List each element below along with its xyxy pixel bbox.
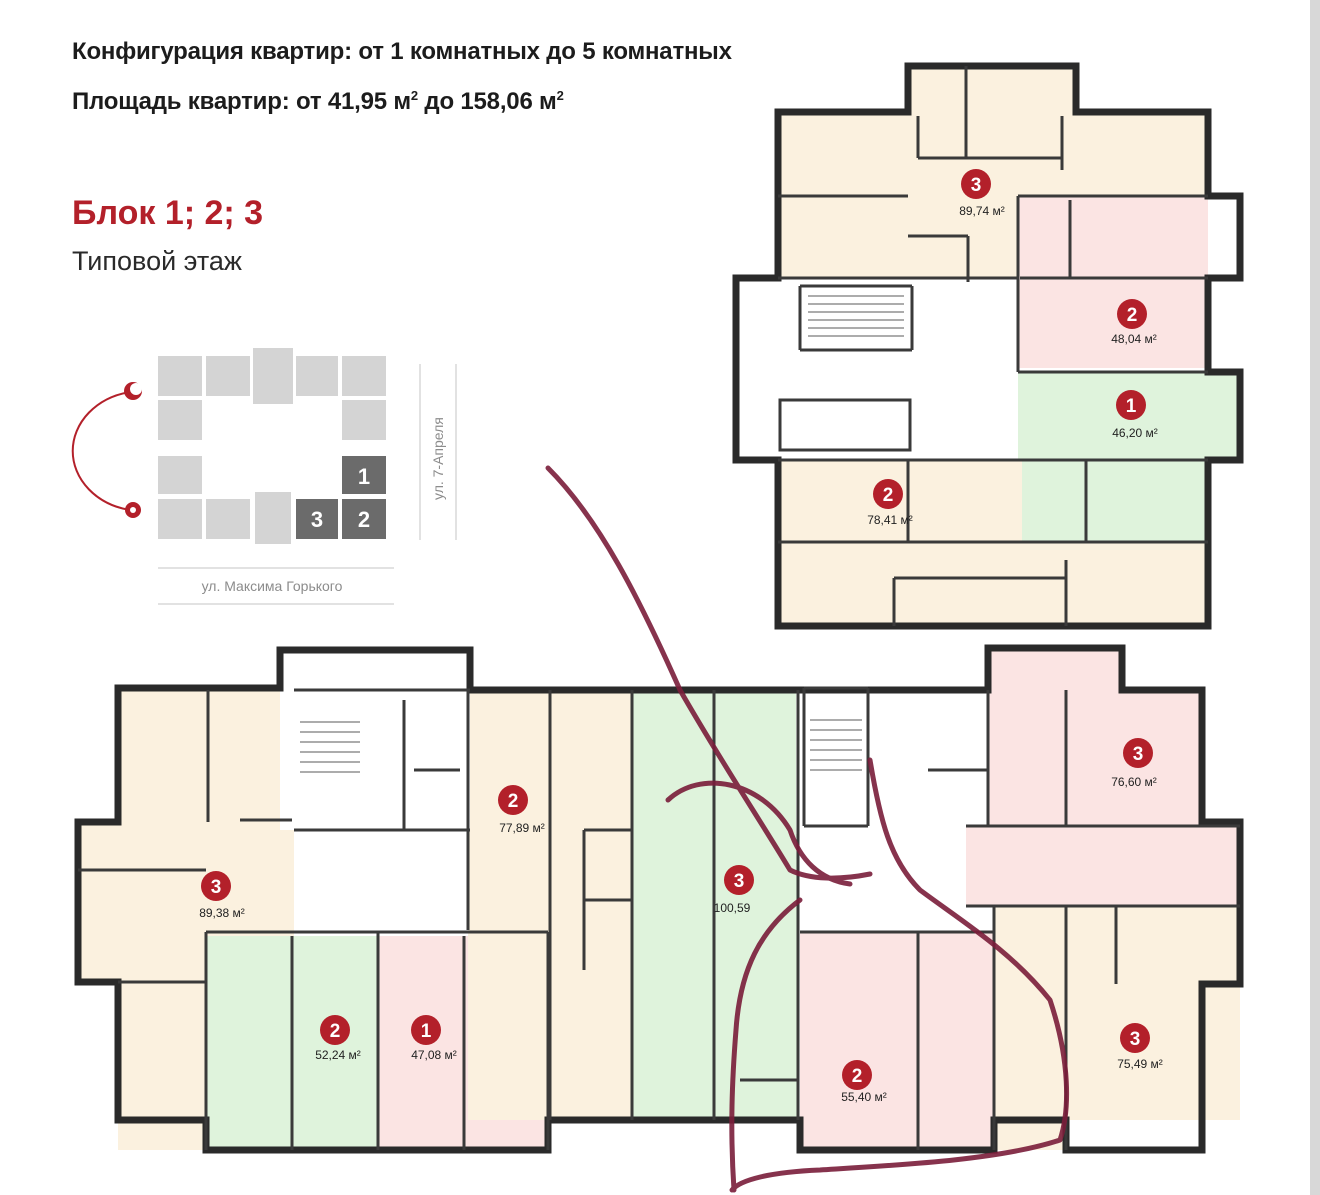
- minimap-building: [253, 348, 293, 404]
- site-minimap: 1 2 3 ул. 7-Апреля ул. Максима Горького: [71, 348, 457, 605]
- superscript: 2: [556, 88, 564, 103]
- svg-text:75,49 м²: 75,49 м²: [1117, 1057, 1163, 1071]
- apartment-2-55-40[interactable]: [800, 932, 994, 1150]
- apt-label-2-52-24: 2 52,24 м²: [315, 1015, 361, 1062]
- apartment-configuration-text: Конфигурация квартир: от 1 комнатных до …: [72, 38, 732, 65]
- svg-text:48,04 м²: 48,04 м²: [1111, 332, 1157, 346]
- apartment-2-78-41-part[interactable]: [778, 542, 1208, 626]
- svg-text:1: 1: [421, 1021, 432, 1042]
- minimap-building: [158, 456, 202, 494]
- svg-text:46,20 м²: 46,20 м²: [1112, 426, 1158, 440]
- superscript: 2: [410, 88, 418, 103]
- svg-text:1: 1: [1126, 396, 1137, 417]
- svg-text:2: 2: [883, 485, 894, 506]
- screen-edge: [1310, 0, 1320, 1195]
- apt-label-3-76-60: 3 76,60 м²: [1111, 738, 1157, 789]
- street-maksima-gorkogo: ул. Максима Горького: [202, 578, 343, 594]
- corridor-left: [294, 830, 466, 936]
- minimap-building: [206, 356, 250, 396]
- minimap-building: [296, 356, 338, 396]
- apartment-2-48-04[interactable]: [1018, 196, 1208, 368]
- apartment-labels: 3 89,74 м² 2 48,04 м² 1 46,20 м² 2 78,41…: [199, 169, 1163, 1104]
- svg-text:3: 3: [211, 877, 222, 898]
- svg-text:89,38 м²: 89,38 м²: [199, 906, 245, 920]
- minimap-block-3: [296, 499, 338, 539]
- svg-text:78,41 м²: 78,41 м²: [867, 513, 913, 527]
- svg-text:3: 3: [734, 871, 745, 892]
- svg-text:2: 2: [1127, 305, 1138, 326]
- moon-icon-cutout: [130, 383, 142, 395]
- stairwell-left: [280, 650, 470, 830]
- area-text-middle: до 158,06 м: [417, 88, 557, 115]
- svg-text:55,40 м²: 55,40 м²: [841, 1090, 887, 1104]
- apartment-3-89-38-part[interactable]: [118, 982, 210, 1150]
- svg-text:47,08 м²: 47,08 м²: [411, 1048, 457, 1062]
- apartment-3-89-74[interactable]: [778, 66, 1208, 282]
- svg-text:3: 3: [1133, 744, 1144, 765]
- minimap-block-3-label: 3: [311, 507, 323, 532]
- sun-path-arc: [71, 391, 131, 511]
- svg-text:89,74 м²: 89,74 м²: [959, 204, 1005, 218]
- floor-type-label: Типовой этаж: [72, 246, 242, 276]
- area-text-start: Площадь квартир: от 41,95 м: [72, 88, 411, 115]
- svg-text:52,24 м²: 52,24 м²: [315, 1048, 361, 1062]
- minimap-building: [158, 400, 202, 440]
- minimap-building: [342, 400, 386, 440]
- apartment-area-text: Площадь квартир: от 41,95 м2 до 158,06 м…: [72, 88, 564, 116]
- building-lower: [74, 644, 1244, 1154]
- apartment-3-76-60-part[interactable]: [966, 826, 1240, 906]
- svg-text:2: 2: [852, 1066, 863, 1087]
- minimap-block-1: [342, 456, 386, 494]
- block-title: Блок 1; 2; 3: [72, 194, 264, 232]
- minimap-building: [206, 499, 250, 539]
- svg-text:3: 3: [971, 175, 982, 196]
- minimap-block-2-label: 2: [358, 507, 370, 532]
- stairwell-right: [796, 648, 922, 834]
- apartment-3-75-49[interactable]: [1066, 906, 1240, 1120]
- minimap-block-2: [342, 499, 386, 539]
- apt-label-2-78-41: 2 78,41 м²: [867, 479, 913, 527]
- minimap-building: [255, 492, 291, 544]
- apt-label-3-89-74: 3 89,74 м²: [959, 169, 1005, 218]
- sun-icon-center: [130, 507, 136, 513]
- svg-text:3: 3: [1130, 1029, 1141, 1050]
- tower-upper: [732, 62, 1244, 630]
- apt-label-3-89-38: 3 89,38 м²: [199, 871, 245, 920]
- minimap-building: [342, 356, 386, 396]
- apartment-1-46-20-part[interactable]: [1022, 460, 1208, 542]
- minimap-block-1-label: 1: [358, 464, 370, 489]
- apt-label-2-55-40: 2 55,40 м²: [841, 1060, 887, 1104]
- apartment-3-75-49-part[interactable]: [994, 906, 1066, 1150]
- street-7-aprelya: ул. 7-Апреля: [430, 417, 446, 500]
- svg-text:100,59: 100,59: [714, 901, 751, 915]
- apt-label-3-100-59: 3 100,59: [714, 865, 754, 915]
- hand-drawn-marker-annotation: [545, 465, 1070, 1193]
- svg-text:77,89 м²: 77,89 м²: [499, 821, 545, 835]
- apt-label-3-75-49: 3 75,49 м²: [1117, 1023, 1163, 1071]
- svg-text:2: 2: [508, 791, 519, 812]
- svg-text:2: 2: [330, 1021, 341, 1042]
- minimap-building: [158, 499, 202, 539]
- svg-text:76,60 м²: 76,60 м²: [1111, 775, 1157, 789]
- apartment-3-89-38-part[interactable]: [118, 688, 292, 822]
- stairwell-core: [736, 278, 1018, 460]
- apt-label-1-46-20: 1 46,20 м²: [1112, 390, 1158, 440]
- apt-label-1-47-08: 1 47,08 м²: [411, 1015, 457, 1062]
- apt-label-2-77-89: 2 77,89 м²: [498, 785, 545, 835]
- apt-label-2-48-04: 2 48,04 м²: [1111, 299, 1157, 346]
- minimap-building: [158, 356, 202, 396]
